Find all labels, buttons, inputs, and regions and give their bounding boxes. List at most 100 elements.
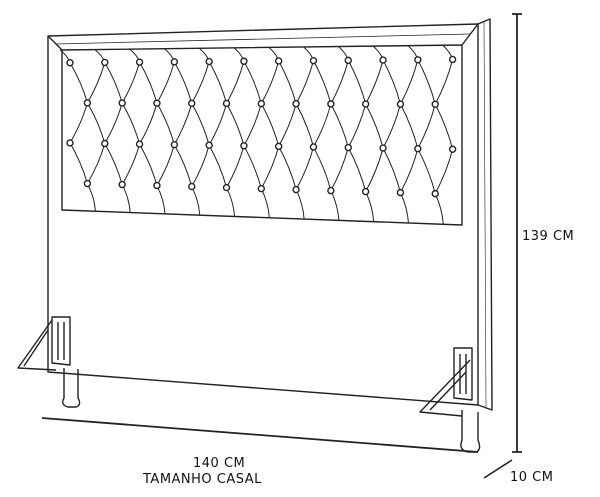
tuft-button xyxy=(379,144,387,152)
tuft-seam xyxy=(365,103,384,149)
tuft-seam xyxy=(313,60,332,105)
tuft-seam xyxy=(191,145,210,187)
depth-dimension-line xyxy=(483,459,513,479)
tuft-button xyxy=(83,99,92,107)
tuft-seam xyxy=(104,143,123,185)
tuft-button xyxy=(222,183,231,192)
tuft-seam xyxy=(86,62,106,104)
tuft-seam xyxy=(278,146,297,190)
tuft-button xyxy=(327,186,335,195)
tuft-seam xyxy=(417,148,436,194)
tuft-button xyxy=(292,185,300,194)
tuft-button xyxy=(414,144,422,153)
tuft-seam xyxy=(399,148,419,193)
tuft-seam xyxy=(191,61,210,104)
tuft-seam xyxy=(347,147,367,192)
tuft-seam xyxy=(382,104,401,149)
tuft-button xyxy=(101,139,109,148)
tuft-seam xyxy=(330,60,349,105)
tuft-seam xyxy=(139,61,158,104)
tuft-button xyxy=(66,139,74,147)
tuft-seam xyxy=(295,60,314,104)
tuft-button xyxy=(396,100,405,108)
depth-label: 10 CM xyxy=(510,470,554,485)
tuft-seam xyxy=(347,103,367,148)
tuft-seam xyxy=(69,102,88,144)
tuft-button xyxy=(327,100,335,108)
tuft-seam xyxy=(86,143,106,184)
tuft-seam xyxy=(191,186,201,215)
tuft-seam xyxy=(295,189,305,219)
tuft-seam xyxy=(260,146,280,189)
tuft-seam xyxy=(69,142,88,184)
width-label: 140 CM xyxy=(193,456,246,471)
tuft-seam xyxy=(191,103,210,146)
tuft-seam xyxy=(156,102,175,145)
tuft-button xyxy=(431,189,439,198)
tuft-button xyxy=(205,141,213,149)
tuft-button xyxy=(431,100,439,108)
tuft-seam xyxy=(278,60,297,104)
tuft-button xyxy=(188,99,196,108)
tuft-button xyxy=(188,182,196,191)
tuft-seam xyxy=(173,61,193,104)
tuft-seam xyxy=(86,102,106,144)
tuft-seam xyxy=(330,147,349,191)
tuft-button xyxy=(257,184,266,193)
tuft-button xyxy=(170,140,179,149)
tuft-button xyxy=(135,58,144,66)
tuft-seam xyxy=(313,146,332,191)
tuft-seam xyxy=(69,62,88,104)
tuft-button xyxy=(448,55,457,64)
tuft-button xyxy=(153,181,161,190)
tuft-button xyxy=(170,58,179,66)
tuft-seam xyxy=(226,145,245,188)
tuft-button xyxy=(414,56,422,64)
tuft-button xyxy=(240,57,248,65)
tuft-seam xyxy=(104,62,123,104)
tuft-seam xyxy=(260,60,280,104)
tuft-seam xyxy=(330,103,349,148)
height-label: 139 CM xyxy=(522,229,575,244)
right-bracket xyxy=(419,347,473,417)
left-leg xyxy=(61,368,81,408)
tuft-seam xyxy=(313,103,332,148)
tuft-seam xyxy=(365,59,384,105)
tuft-seam xyxy=(139,103,158,145)
tuft-seam xyxy=(382,147,401,193)
tuft-button xyxy=(396,188,405,197)
tuft-seam xyxy=(156,144,175,186)
tuft-seam xyxy=(330,190,340,221)
tuft-seam xyxy=(365,191,375,222)
tuft-seam xyxy=(156,61,175,104)
tuft-seam xyxy=(226,61,245,104)
tuft-seam xyxy=(295,146,314,190)
headboard-frame-bevel xyxy=(47,23,479,226)
tuft-seam xyxy=(399,192,409,223)
tuft-seam xyxy=(260,103,280,147)
tuft-seam xyxy=(208,103,228,146)
tuft-button xyxy=(379,56,387,64)
tuft-button xyxy=(257,99,266,108)
height-dimension-line xyxy=(512,13,522,453)
tuft-seam xyxy=(226,103,245,146)
tuft-seam xyxy=(278,103,297,147)
tuft-seam xyxy=(121,184,131,213)
tuft-seam xyxy=(399,59,419,105)
tuft-button xyxy=(309,56,318,65)
tuft-seam xyxy=(347,60,367,105)
tuft-button xyxy=(222,99,231,108)
tuft-button xyxy=(153,99,161,107)
tuft-button xyxy=(83,179,92,188)
tuft-seam xyxy=(434,149,454,194)
tuft-seam xyxy=(86,183,96,211)
tuft-seam xyxy=(121,143,141,185)
tuft-seam xyxy=(104,102,123,144)
tuft-button xyxy=(344,56,352,65)
right-leg xyxy=(460,410,481,453)
tuft-button xyxy=(118,99,126,107)
tuft-button xyxy=(118,180,126,189)
tuft-seam xyxy=(417,104,436,149)
tuft-button xyxy=(101,58,109,67)
